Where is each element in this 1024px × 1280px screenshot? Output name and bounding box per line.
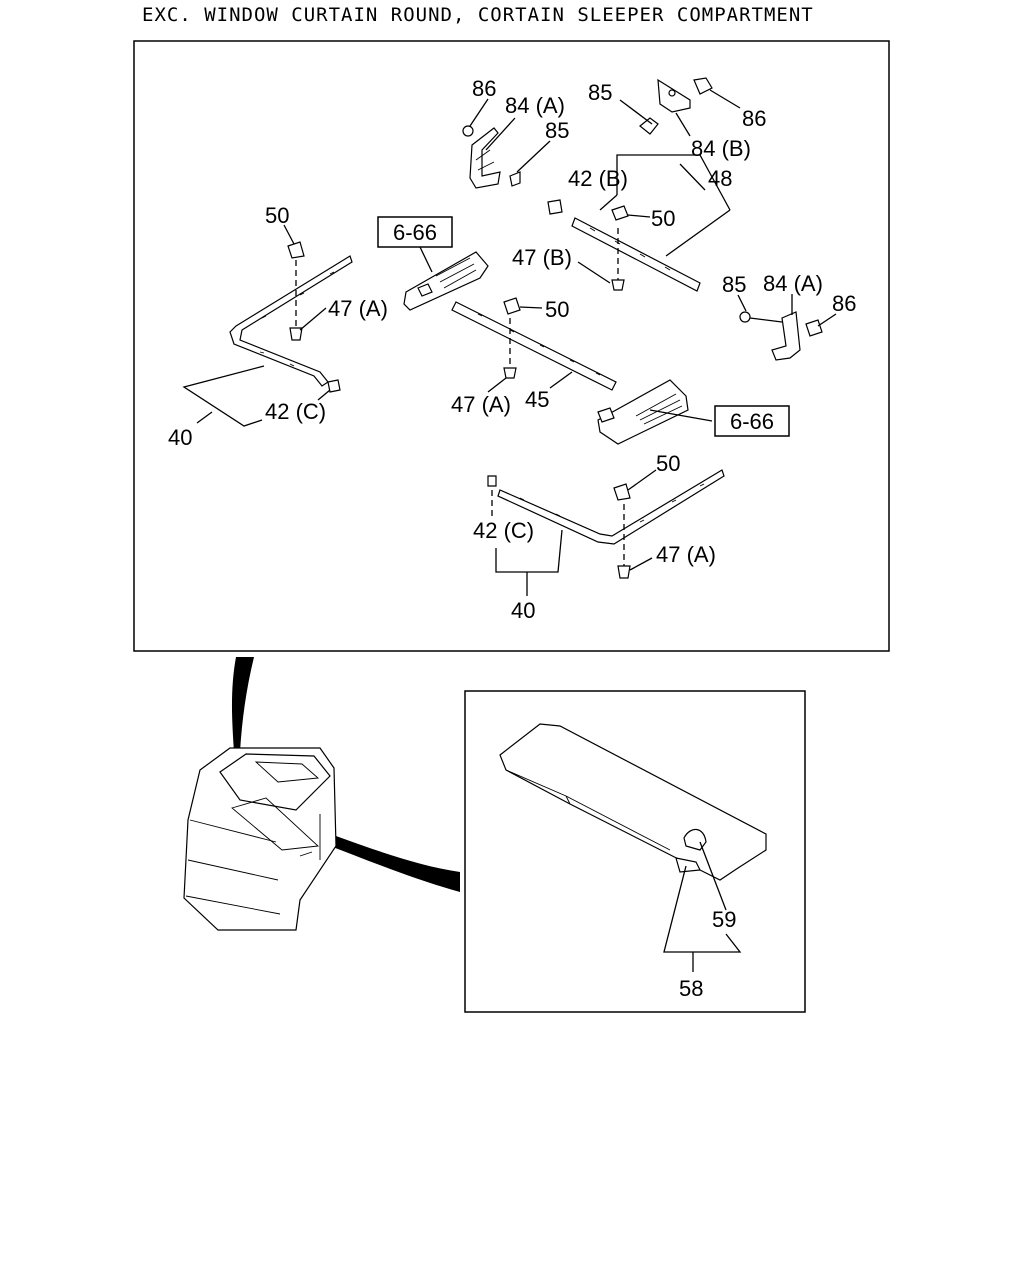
callout-42c-bottom: 42 (C) (473, 518, 534, 543)
curtain-rail-40-left (229, 241, 353, 393)
callout-50-mid: 50 (545, 297, 569, 322)
callout-47a-left: 47 (A) (328, 296, 388, 321)
curtain-rail-45 (451, 297, 617, 391)
callout-84a-right: 84 (A) (763, 271, 823, 296)
curtain-rail-40-bottom (487, 469, 725, 545)
callout-50-upper: 50 (651, 206, 675, 231)
shelf-part-left (403, 251, 489, 311)
callout-86-right: 86 (742, 106, 766, 131)
callout-84a-top: 84 (A) (505, 93, 565, 118)
callout-50-left: 50 (265, 203, 289, 228)
callout-86-top: 86 (472, 76, 496, 101)
curtain-part-58 (499, 723, 767, 881)
ref-box-left[interactable] (377, 216, 453, 248)
curtain-rail-48 (547, 199, 701, 292)
callout-58: 58 (679, 976, 703, 1001)
callout-47b: 47 (B) (512, 245, 572, 270)
callout-86-lower: 86 (832, 291, 856, 316)
ref-label-right[interactable]: 6-66 (730, 409, 774, 434)
callout-85-right: 85 (588, 80, 612, 105)
callout-45: 45 (525, 387, 549, 412)
ref-box-right[interactable] (714, 405, 790, 437)
ref-label-left[interactable]: 6-66 (393, 220, 437, 245)
callout-50-bottom: 50 (656, 451, 680, 476)
shelf-part-right (597, 379, 689, 445)
diagram-title: EXC. WINDOW CURTAIN ROUND, CORTAIN SLEEP… (142, 4, 814, 26)
bracket-84a-top (462, 125, 521, 189)
callout-47a-bottom: 47 (A) (656, 542, 716, 567)
callout-84b: 84 (B) (691, 136, 751, 161)
callout-40-left: 40 (168, 425, 192, 450)
callout-42c-left: 42 (C) (265, 399, 326, 424)
bracket-84b (639, 77, 713, 135)
inset-frame (464, 690, 806, 1013)
bracket-84a-right (739, 311, 823, 361)
callout-59: 59 (712, 907, 736, 932)
callout-40-bottom: 40 (511, 598, 535, 623)
main-diagram-frame (133, 40, 890, 652)
callout-85-top: 85 (545, 118, 569, 143)
callout-47a-mid: 47 (A) (451, 392, 511, 417)
callout-42b: 42 (B) (568, 166, 628, 191)
callout-85-lower: 85 (722, 272, 746, 297)
cab-illustration (183, 657, 460, 931)
callout-48: 48 (708, 166, 732, 191)
